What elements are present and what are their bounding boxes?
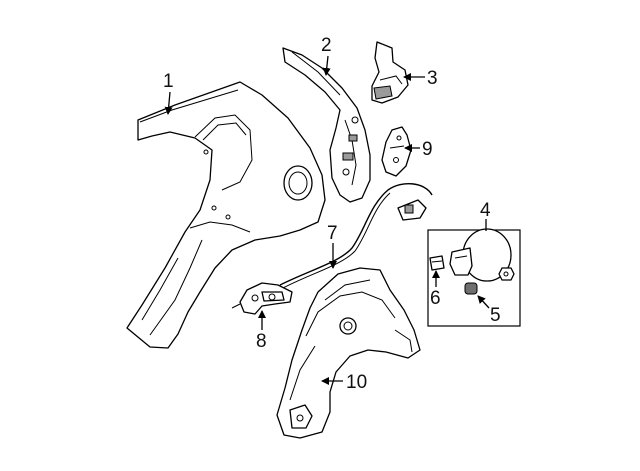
callout-9: 9: [422, 139, 433, 160]
callout-5: 5: [490, 305, 501, 326]
callout-8: 8: [256, 331, 267, 352]
wheel-house-liner[interactable]: [276, 267, 421, 439]
leader-1: [164, 91, 173, 115]
fuel-door-lock-actuator[interactable]: [231, 282, 293, 315]
small-bracket[interactable]: [381, 126, 412, 177]
fuel-filler-door[interactable]: [449, 228, 512, 282]
fuel-door-group-box: [427, 229, 521, 327]
quarter-panel[interactable]: [126, 81, 326, 349]
fuel-door-release-cable[interactable]: [279, 183, 433, 289]
door-bumper[interactable]: [464, 282, 478, 295]
fuel-door-assembly-group: [427, 228, 521, 327]
door-screw[interactable]: [498, 267, 515, 281]
callout-2: 2: [321, 35, 332, 56]
callout-3: 3: [427, 68, 438, 89]
leader-5: [477, 295, 490, 309]
callout-4: 4: [480, 200, 491, 221]
callout-1: 1: [163, 71, 174, 92]
callout-6: 6: [430, 288, 441, 309]
callout-7: 7: [327, 223, 338, 244]
callout-10: 10: [346, 372, 367, 393]
inner-pillar-panel[interactable]: [282, 47, 371, 203]
leader-2: [322, 55, 331, 76]
door-cushion[interactable]: [429, 255, 445, 271]
upper-bracket[interactable]: [371, 41, 409, 104]
